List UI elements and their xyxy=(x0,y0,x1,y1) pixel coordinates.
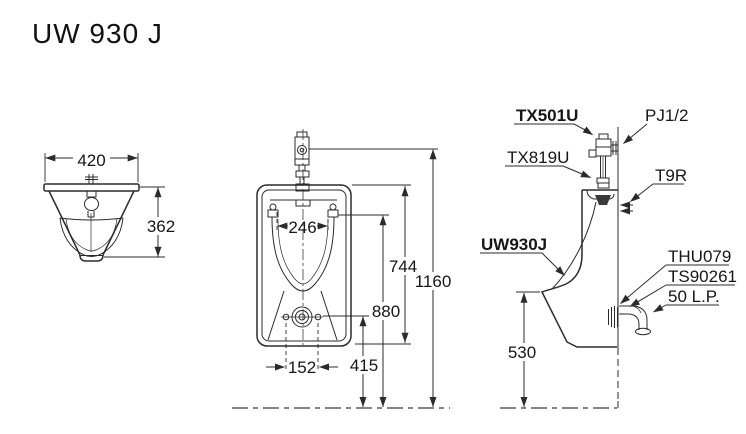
top-view: 420 xyxy=(43,150,178,262)
label-flush-valve: TX501U xyxy=(514,106,593,136)
front-body xyxy=(256,129,352,347)
label-flush-pipe: TX819U xyxy=(505,148,591,178)
label-model-text: UW930J xyxy=(481,235,547,254)
valve-button xyxy=(588,149,597,158)
hanger-arrows xyxy=(620,201,633,215)
apron-right xyxy=(320,290,338,341)
label-flush-pipe-text: TX819U xyxy=(507,148,569,167)
dim-420: 420 xyxy=(44,150,139,182)
label-supply-thread-text: PJ1/2 xyxy=(645,106,688,125)
dim-body-height: 744 xyxy=(389,257,417,276)
dim-362: 362 xyxy=(104,186,178,258)
label-socket-text: TS90261 xyxy=(668,267,737,286)
label-supply-thread: PJ1/2 xyxy=(623,106,688,144)
apron-left xyxy=(267,290,285,341)
dim-hanger-height: 880 xyxy=(372,302,400,321)
dim-top-depth: 362 xyxy=(147,217,175,236)
dim-880: 880 xyxy=(370,215,401,407)
front-view: 246 152 744 1160 xyxy=(232,129,454,409)
label-model: UW930J xyxy=(480,235,565,276)
side-flush-valve xyxy=(588,133,618,189)
dim-inlet-height: 1160 xyxy=(415,272,452,291)
dim-744: 744 xyxy=(389,186,419,343)
label-drain: 50 L.P. xyxy=(653,287,720,313)
dim-bolt-span: 152 xyxy=(288,358,316,377)
front-flush-valve xyxy=(294,131,310,192)
dim-530: 530 xyxy=(505,291,540,407)
dim-246: 246 xyxy=(276,212,329,237)
drawing-title: UW 930 J xyxy=(32,18,163,49)
bowl-outer-curve xyxy=(59,217,124,257)
dim-1160: 1160 xyxy=(412,149,454,407)
bowl-inner-curve xyxy=(65,218,118,252)
hanger-bracket-left xyxy=(267,203,279,218)
side-urinal-profile xyxy=(540,189,618,348)
top-view-body xyxy=(43,183,140,262)
dim-rim-height: 530 xyxy=(508,343,536,362)
label-drain-text: 50 L.P. xyxy=(668,287,720,306)
dim-spud-span: 246 xyxy=(288,218,316,237)
spud-section xyxy=(595,195,611,205)
dim-outlet-height: 415 xyxy=(350,356,378,375)
outlet-drain xyxy=(281,306,323,328)
outlet-elbow xyxy=(608,305,651,336)
label-spud: THU079 xyxy=(620,247,731,304)
side-view: 530 TX501U PJ1/2 TX819U T9R UW930J xyxy=(480,106,737,409)
label-hanger-text: T9R xyxy=(655,166,687,185)
label-spud-text: THU079 xyxy=(668,247,731,266)
label-hanger: T9R xyxy=(630,166,687,202)
hanger-bracket-right xyxy=(327,203,339,218)
label-socket: TS90261 xyxy=(629,267,737,307)
bowl-wall-curve xyxy=(551,201,597,290)
dim-top-width: 420 xyxy=(77,151,105,170)
dim-415: 415 xyxy=(348,316,379,407)
bowl-rim-line xyxy=(59,217,124,221)
label-flush-valve-text: TX501U xyxy=(516,106,578,125)
top-view-spreader xyxy=(84,174,99,218)
dim-152: 152 xyxy=(266,323,338,377)
